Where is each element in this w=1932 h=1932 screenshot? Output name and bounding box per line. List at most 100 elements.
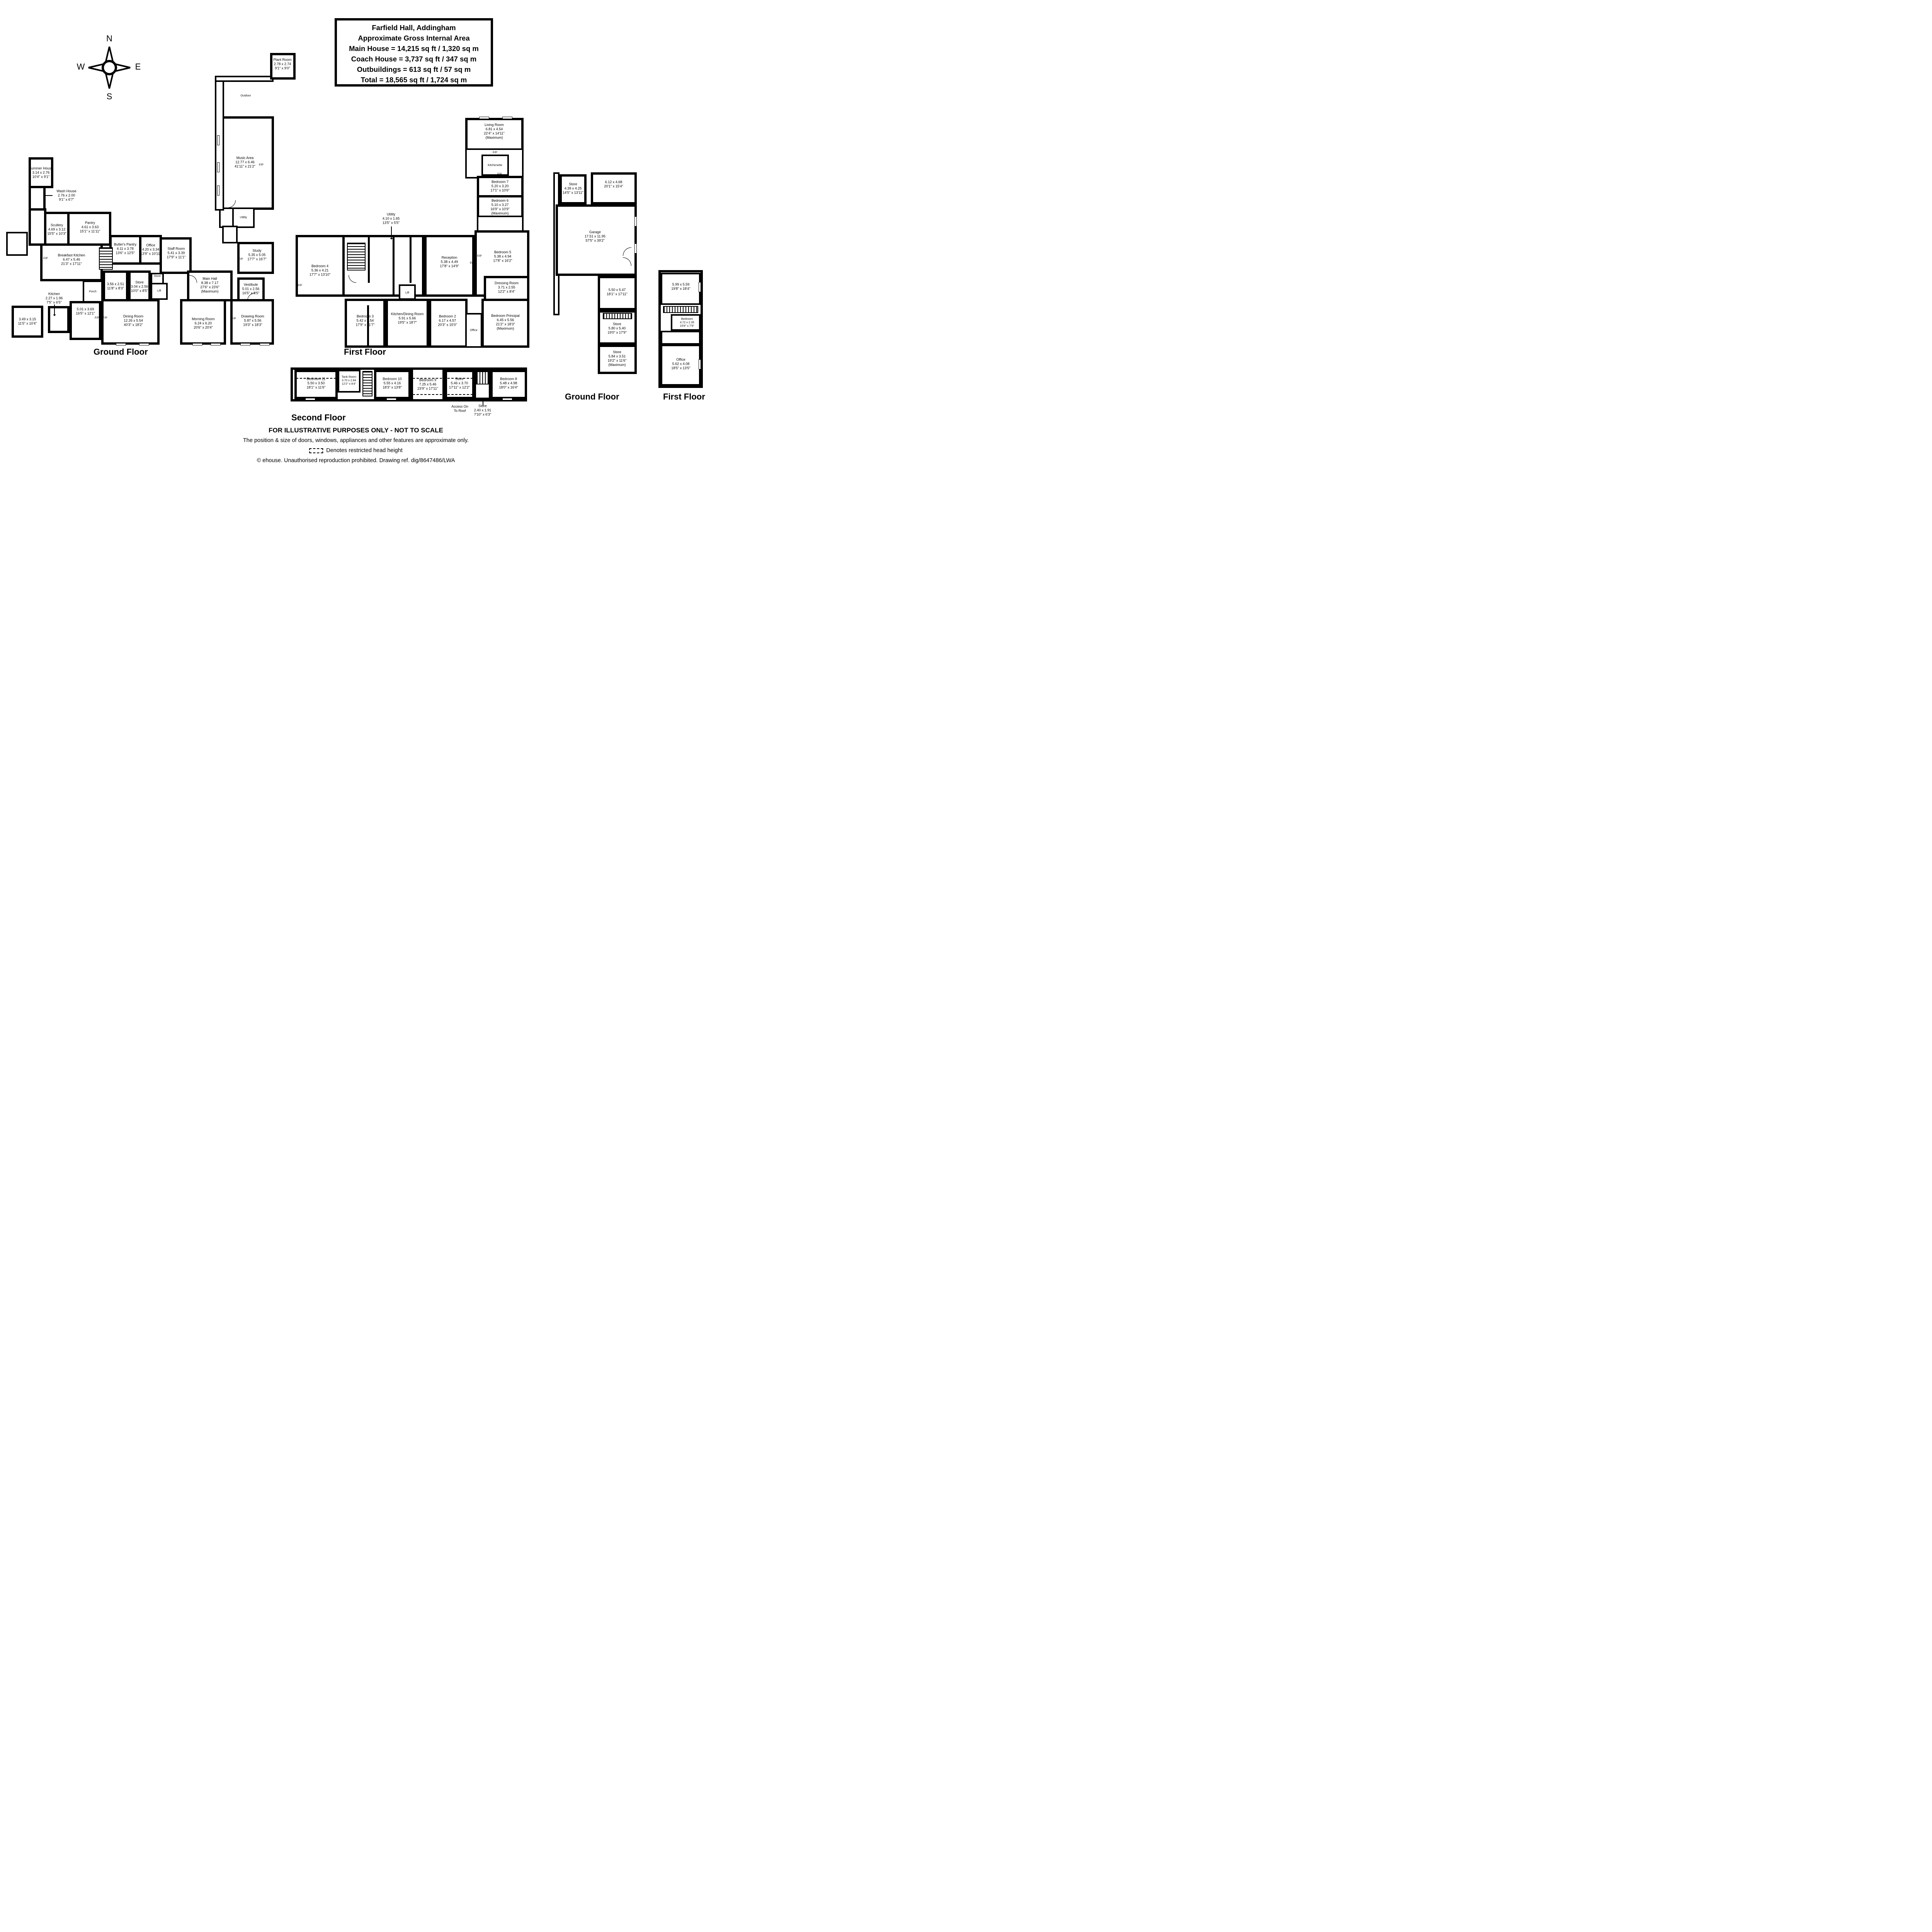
window-marker bbox=[634, 216, 637, 226]
restricted-head-height-icon bbox=[309, 448, 323, 453]
ground-floor-title: Ground Floor bbox=[94, 347, 148, 357]
room-morning bbox=[180, 299, 226, 345]
head-height-line-3 bbox=[296, 378, 336, 379]
fp-bed5: F/P bbox=[477, 254, 482, 258]
compass-south: S bbox=[106, 92, 112, 101]
window-marker bbox=[217, 162, 219, 172]
kitchen-arrow bbox=[53, 304, 56, 316]
fp-living: F/P bbox=[493, 150, 497, 154]
window-marker bbox=[260, 343, 270, 345]
window-marker bbox=[699, 282, 701, 292]
label-kitchenette: Kitchenette bbox=[488, 163, 502, 167]
window-marker bbox=[634, 243, 637, 253]
window-marker bbox=[217, 185, 219, 196]
window-marker bbox=[217, 135, 219, 145]
room-music-utility bbox=[232, 207, 255, 228]
stairs-back bbox=[99, 247, 113, 270]
window-marker bbox=[116, 343, 126, 345]
label-store-small: Store bbox=[154, 274, 161, 278]
label-porch: Porch bbox=[89, 289, 97, 293]
title-box: Farfield Hall, Addingham Approximate Gro… bbox=[335, 18, 493, 87]
room-bed2 bbox=[429, 299, 468, 348]
second-floor-title: Second Floor bbox=[291, 413, 346, 422]
window-marker bbox=[699, 359, 701, 369]
fp-bed7: F/P bbox=[497, 172, 502, 176]
window-marker bbox=[305, 398, 315, 400]
fp-breakfast: F/P bbox=[43, 256, 48, 260]
first-floor-title: First Floor bbox=[344, 347, 386, 357]
fp-room-501: F/P bbox=[95, 316, 99, 320]
fp-music: F/P bbox=[259, 163, 264, 167]
fp-dining: F/P bbox=[103, 316, 107, 320]
title-line: Outbuildings = 613 sq ft / 57 sq m bbox=[357, 65, 471, 73]
window-marker bbox=[502, 117, 512, 119]
title-line: Total = 18,565 sq ft / 1,724 sq m bbox=[361, 76, 467, 84]
room-bed10 bbox=[374, 370, 411, 399]
fp-study: F/P bbox=[238, 257, 243, 261]
room-coach-bedroom bbox=[671, 314, 701, 331]
label-lift-gf: Lift bbox=[157, 289, 162, 293]
footer-copyright: © ehouse. Unauthorised reproduction proh… bbox=[257, 457, 455, 464]
compass-west: W bbox=[77, 62, 85, 71]
ff-partition-1 bbox=[368, 236, 370, 283]
title-line: Coach House = 3,737 sq ft / 347 sq m bbox=[351, 55, 477, 63]
window-marker bbox=[502, 398, 512, 400]
window-marker bbox=[386, 398, 396, 400]
title-line: Approximate Gross Internal Area bbox=[358, 34, 470, 42]
title-line: Farfield Hall, Addingham bbox=[372, 24, 456, 32]
fp-drawing: F/P bbox=[231, 316, 236, 320]
compass-north: N bbox=[106, 34, 112, 43]
wash-arrow bbox=[46, 195, 53, 196]
room-lift-ff bbox=[399, 284, 416, 300]
floorplan-page: Farfield Hall, Addingham Approximate Gro… bbox=[0, 0, 712, 503]
room-612 bbox=[591, 172, 637, 204]
coach-ground-floor-title: Ground Floor bbox=[565, 392, 619, 401]
utility-arrow bbox=[390, 226, 393, 240]
room-kitchenette bbox=[481, 155, 509, 176]
window-marker bbox=[211, 343, 221, 345]
window-marker bbox=[479, 117, 489, 119]
stairs-sf-2 bbox=[476, 371, 489, 384]
ff-partition-2 bbox=[393, 236, 395, 295]
stairs-ff bbox=[347, 243, 366, 270]
footer-legend-text: Denotes restricted head height bbox=[326, 447, 403, 454]
footer-disclaimer-2: The position & size of doors, windows, a… bbox=[243, 437, 469, 444]
head-height-line-2 bbox=[413, 394, 473, 395]
room-music-link bbox=[222, 226, 238, 243]
room-vestibule bbox=[237, 277, 265, 303]
room-dining bbox=[101, 299, 160, 345]
window-marker bbox=[192, 343, 202, 345]
head-height-line-1 bbox=[413, 378, 473, 379]
compass-icon bbox=[88, 46, 131, 89]
ff-partition-3 bbox=[410, 236, 412, 283]
room-501 bbox=[70, 301, 101, 340]
window-marker bbox=[139, 343, 149, 345]
